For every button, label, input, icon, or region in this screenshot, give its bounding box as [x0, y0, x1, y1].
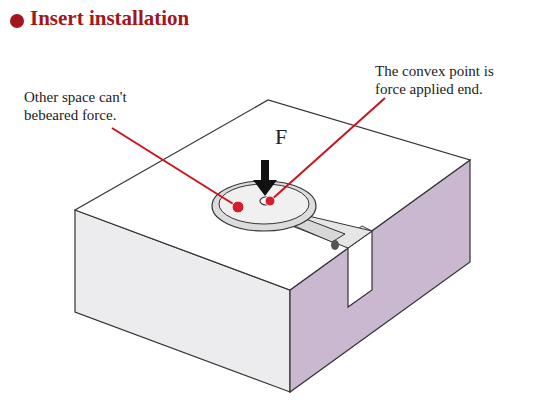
callout-note: The convex point is force applied end. — [375, 62, 525, 98]
title: Insert installation — [30, 6, 189, 31]
block-top-face — [75, 100, 470, 290]
leader-line — [112, 128, 238, 207]
callout-dot — [265, 196, 275, 206]
callout-dot — [232, 201, 244, 213]
arm-end — [331, 240, 339, 250]
recess — [212, 181, 316, 231]
force-arrow-head — [253, 180, 277, 196]
force-arrow-shaft — [261, 160, 269, 182]
title-bullet — [10, 14, 24, 28]
leader-line — [270, 98, 385, 201]
callout-note: Other space can't bebeared force. — [24, 88, 174, 124]
force-label: F — [275, 124, 305, 150]
